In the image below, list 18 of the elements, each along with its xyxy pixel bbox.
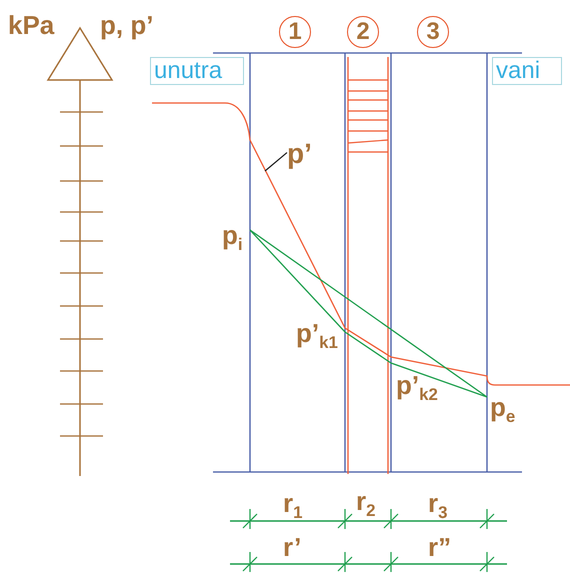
circled-number: 3 — [417, 16, 449, 48]
pressure-label: p’$_{k1}$ — [296, 320, 338, 352]
side-label: unutra — [150, 57, 244, 85]
pressure-label: p$_{e}$ — [490, 394, 516, 426]
dimension-label: r” — [428, 534, 452, 560]
leader-line — [264, 152, 288, 172]
pressure-label: p’$_{k2}$ — [396, 372, 438, 404]
curve-label: p’ — [287, 140, 312, 168]
circled-number: 1 — [279, 16, 311, 48]
dimension-label: r$_{3}$ — [428, 490, 448, 522]
axis-label: p, p’ — [100, 12, 154, 38]
side-label: vani — [492, 57, 562, 85]
dimension-label: r$_{2}$ — [356, 488, 376, 520]
unit-label: kPa — [8, 12, 54, 38]
dimension-label: r$_{1}$ — [283, 490, 303, 522]
circled-number: 2 — [347, 16, 379, 48]
pressure-label: p$_{i}$ — [222, 222, 243, 254]
dimension-label: r’ — [283, 534, 302, 560]
